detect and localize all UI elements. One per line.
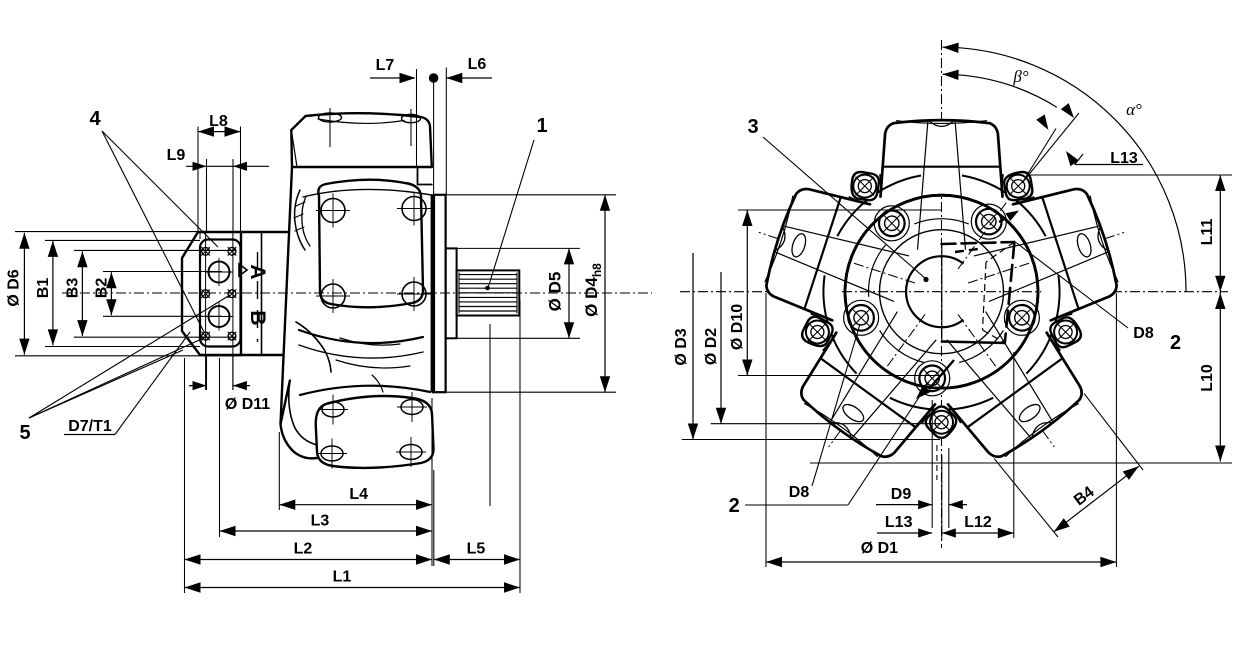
svg-text:D7/T1: D7/T1 bbox=[68, 418, 112, 435]
svg-text:Ø D2: Ø D2 bbox=[703, 328, 720, 365]
svg-text:L2: L2 bbox=[294, 541, 313, 558]
svg-text:2: 2 bbox=[729, 495, 740, 517]
svg-text:B2: B2 bbox=[94, 278, 111, 299]
svg-text:L3: L3 bbox=[311, 513, 330, 530]
svg-text:L10: L10 bbox=[1199, 364, 1216, 392]
svg-text:Ø D6: Ø D6 bbox=[5, 269, 22, 306]
svg-text:Ø D1: Ø D1 bbox=[861, 540, 898, 557]
svg-text:L13: L13 bbox=[885, 514, 913, 531]
svg-text:L6: L6 bbox=[468, 56, 487, 73]
svg-text:Ø D5: Ø D5 bbox=[546, 272, 565, 312]
svg-text:L5: L5 bbox=[467, 541, 486, 558]
svg-text:B1: B1 bbox=[35, 278, 52, 299]
svg-text:Ø D10: Ø D10 bbox=[729, 304, 746, 350]
svg-text:L1: L1 bbox=[333, 569, 352, 586]
svg-text:α°: α° bbox=[1126, 100, 1142, 119]
svg-text:5: 5 bbox=[19, 422, 30, 444]
svg-text:3: 3 bbox=[747, 116, 758, 138]
svg-text:B3: B3 bbox=[64, 278, 81, 299]
svg-text:Ø D11: Ø D11 bbox=[225, 396, 270, 413]
svg-text:2: 2 bbox=[1170, 332, 1181, 354]
svg-text:1: 1 bbox=[536, 115, 547, 137]
svg-text:β°: β° bbox=[1012, 67, 1028, 86]
svg-text:A: A bbox=[246, 264, 269, 279]
svg-text:D8: D8 bbox=[1133, 325, 1154, 342]
svg-text:L9: L9 bbox=[167, 147, 186, 164]
svg-text:L11: L11 bbox=[1199, 219, 1216, 246]
svg-text:L12: L12 bbox=[964, 514, 992, 531]
svg-text:4: 4 bbox=[89, 108, 101, 130]
svg-text:D8: D8 bbox=[789, 484, 810, 501]
svg-text:L8: L8 bbox=[209, 113, 228, 130]
svg-text:Ø D3: Ø D3 bbox=[673, 328, 690, 365]
svg-text:L4: L4 bbox=[349, 486, 368, 503]
svg-text:L13: L13 bbox=[1110, 150, 1138, 167]
svg-text:L7: L7 bbox=[376, 57, 395, 74]
svg-text:D9: D9 bbox=[891, 486, 912, 503]
